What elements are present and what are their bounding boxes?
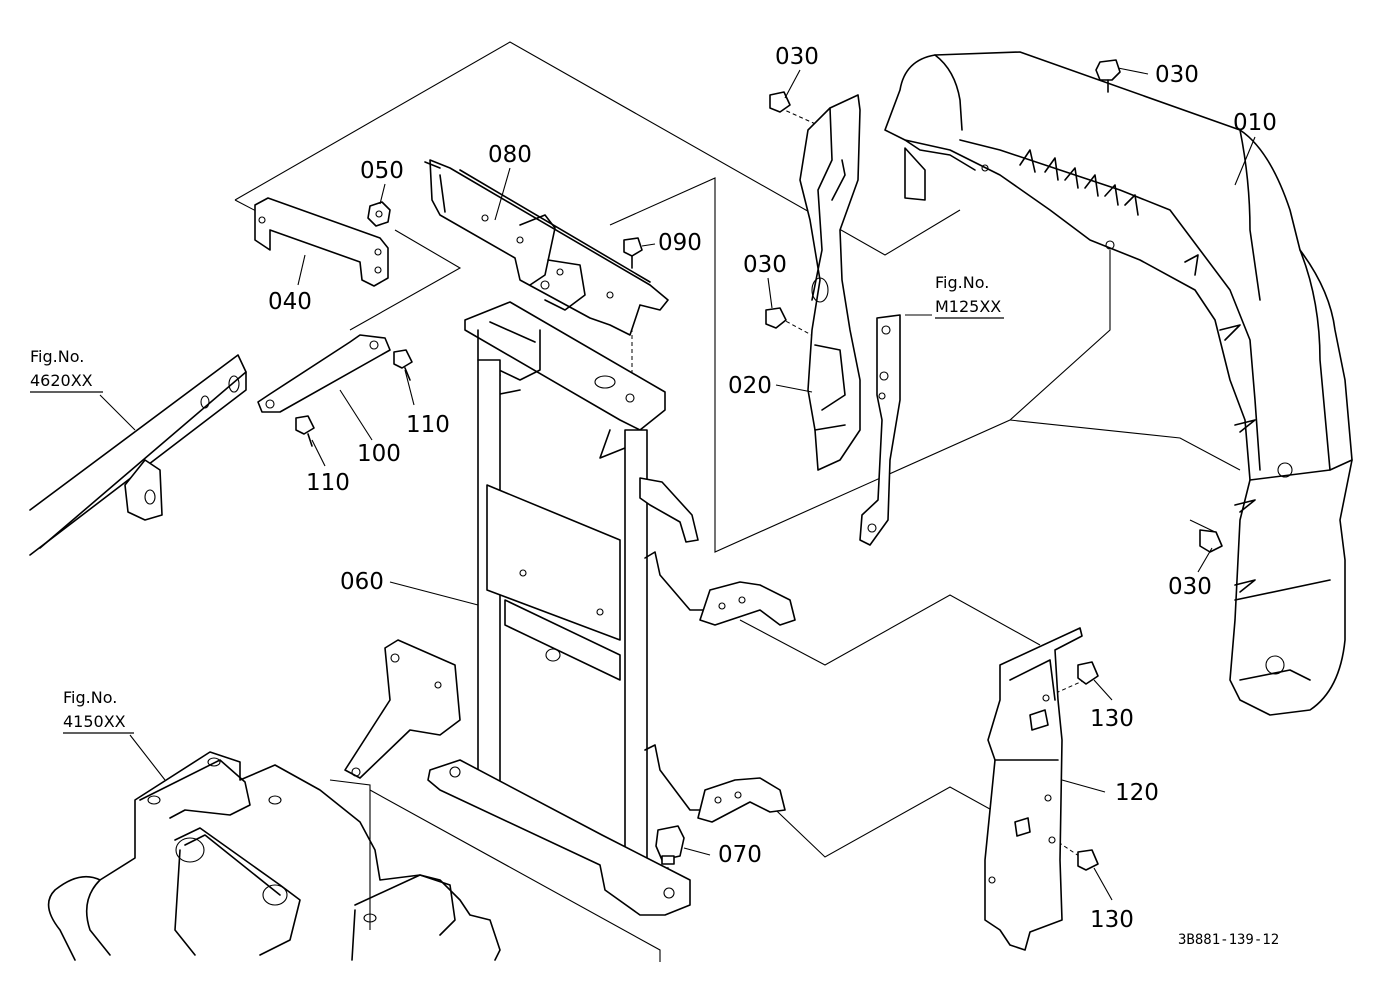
label-030-top-right: 030 (1155, 62, 1199, 88)
bolt-110-upper (393, 349, 413, 381)
label-100: 100 (357, 441, 401, 467)
bolt-130-lower (1077, 849, 1099, 871)
label-030-right: 030 (1168, 574, 1212, 600)
label-070: 070 (718, 842, 762, 868)
label-120: 120 (1115, 780, 1159, 806)
fig-number-4620: 4620XX (30, 371, 93, 390)
label-040: 040 (268, 289, 312, 315)
label-130-lower: 130 (1090, 907, 1134, 933)
part-120-side-cover (984, 627, 1083, 951)
label-110-lower: 110 (306, 470, 350, 496)
axle-housing-4150 (47, 751, 501, 961)
part-010-front-frame (884, 51, 1353, 716)
nut-050 (367, 201, 391, 227)
fig-caption-4150: Fig.No. (63, 688, 117, 707)
label-090: 090 (658, 230, 702, 256)
label-020: 020 (728, 373, 772, 399)
label-060: 060 (340, 569, 384, 595)
bolt-110-lower (295, 415, 315, 447)
label-130-upper: 130 (1090, 706, 1134, 732)
label-080: 080 (488, 142, 532, 168)
link-bracket (859, 314, 901, 546)
part-020-side-bracket (799, 94, 926, 471)
fig-caption-4620: Fig.No. (30, 347, 84, 366)
label-030-top-left: 030 (775, 44, 819, 70)
figure-reference-4620: Fig.No. 4620XX (30, 347, 103, 393)
label-110-upper: 110 (406, 412, 450, 438)
fig-number-4150: 4150XX (63, 712, 126, 731)
bolt-030-right-lower (1199, 529, 1223, 553)
part-070-bolt (655, 825, 685, 865)
figure-reference-m125: Fig.No. M125XX (935, 273, 1004, 319)
bolt-090 (623, 237, 643, 269)
part-080-upper-bracket (424, 159, 669, 336)
drawing-code: 3B881-139-12 (1178, 932, 1279, 948)
bolt-030-top-right (1095, 59, 1121, 93)
part-100-link-plate (257, 334, 391, 413)
frame-rail-4620 (29, 354, 247, 556)
part-040-bracket (254, 197, 389, 287)
fig-number-m125: M125XX (935, 297, 1001, 316)
fig-caption-m125: Fig.No. (935, 273, 989, 292)
label-050: 050 (360, 158, 404, 184)
bolt-030-middle (765, 307, 787, 329)
part-060-main-frame (344, 301, 796, 916)
label-010: 010 (1233, 110, 1277, 136)
part-labels: 030 030 010 050 080 090 030 020 040 110 … (268, 44, 1277, 933)
bolt-130-upper (1077, 661, 1099, 685)
figure-reference-4150: Fig.No. 4150XX (63, 688, 134, 734)
label-030-middle: 030 (743, 252, 787, 278)
leader-lines (99, 67, 1256, 901)
